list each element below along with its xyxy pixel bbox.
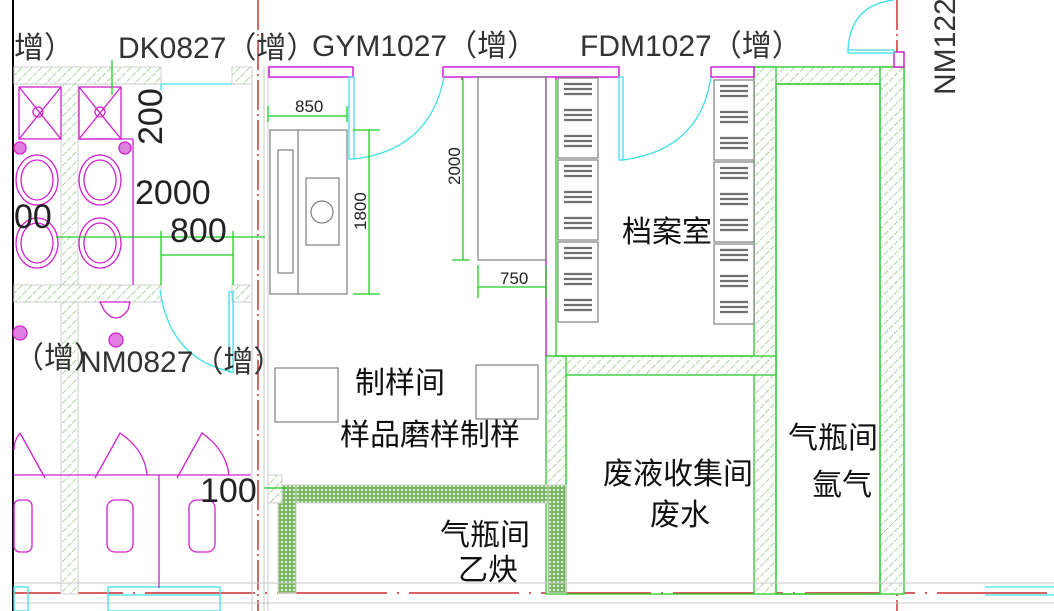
storage-cabinet: [477, 76, 547, 261]
door-label-fdm1027: FDM1027（增）: [580, 30, 802, 63]
dim-800: 800: [170, 212, 227, 250]
dimension-lines: [56, 60, 547, 489]
toilet-fixtures: [12, 86, 251, 588]
room-waste-liquid-name: 废液收集间: [603, 457, 753, 492]
dim-200: 200: [132, 88, 170, 145]
door-label-gym1027: GYM1027（增）: [312, 30, 537, 63]
door-label-left-partial: 增）: [14, 32, 74, 65]
shelf-unit: [557, 77, 599, 159]
door-label-left-mid: （增）: [14, 342, 104, 375]
door-swings: [13, 0, 1054, 611]
dim-1800: 1800: [351, 192, 370, 230]
room-sample-prep-name: 制样间: [355, 366, 445, 401]
dim-100: 100: [200, 472, 257, 510]
door-label-nm0827: NM0827（增）: [80, 346, 283, 379]
door-label-dk0827: DK0827（增）: [118, 32, 316, 65]
lab-equipment: [269, 76, 547, 423]
archive-shelves: [557, 77, 755, 325]
dim-750: 750: [500, 269, 528, 288]
room-acetylene-name: 气瓶间: [440, 518, 530, 553]
room-outlines: [555, 80, 881, 595]
dim-2000-left: 2000: [135, 174, 211, 212]
shelf-unit: [713, 79, 755, 161]
shelf-unit: [557, 241, 599, 323]
dim-00-partial: 00: [14, 198, 52, 236]
room-waste-liquid-subtitle: 废水: [650, 498, 710, 533]
sample-bench-right: [475, 364, 539, 420]
room-sample-prep-subtitle: 样品磨样制样: [340, 418, 520, 453]
labels: 增） DK0827（增） GYM1027（增） FDM1027（增） NM122…: [14, 0, 962, 588]
dim-850: 850: [295, 97, 323, 116]
shelf-unit: [713, 161, 755, 243]
shelf-unit: [713, 243, 755, 325]
door-label-nm122: NM122: [929, 0, 962, 95]
shelf-unit: [557, 159, 599, 241]
structure-lines: [14, 67, 1054, 611]
room-archive-name: 档案室: [622, 215, 712, 250]
dim-2000-right: 2000: [445, 147, 464, 185]
room-acetylene-subtitle: 乙炔: [458, 553, 518, 588]
room-argon-subtitle: 氩气: [812, 468, 872, 503]
walls: [13, 66, 905, 595]
room-argon-name: 气瓶间: [788, 421, 878, 456]
sample-bench-left: [274, 367, 339, 423]
